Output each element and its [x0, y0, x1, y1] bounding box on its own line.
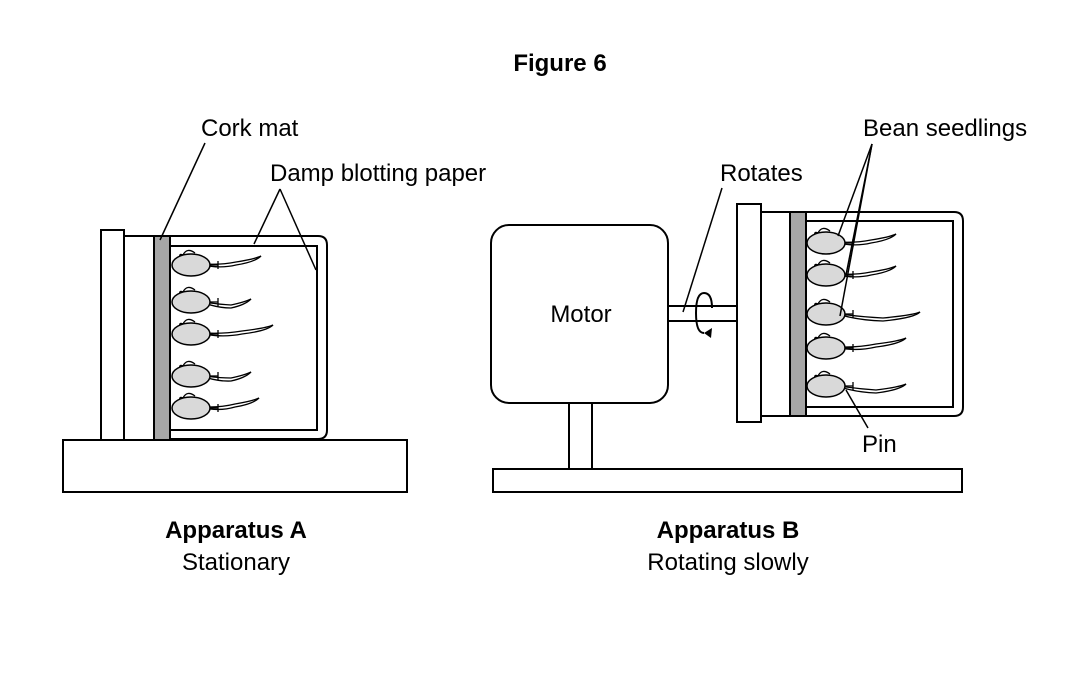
seedling-hook — [182, 392, 196, 399]
label-rotates: Rotates — [720, 160, 803, 187]
rotation-arrowhead-icon — [704, 328, 712, 338]
rotation-arrow-icon — [694, 292, 705, 334]
seedling-root — [814, 374, 907, 391]
bean-seedlings-leader-3 — [839, 143, 873, 317]
label-damp-blotting-paper: Damp blotting paper — [270, 160, 486, 187]
bean-seed — [806, 263, 846, 287]
bean-seedling — [806, 332, 907, 360]
bean-seed — [171, 396, 211, 420]
apparatus-b-state: Rotating slowly — [647, 549, 808, 576]
seedling-hook — [182, 360, 196, 367]
seedling-hook — [817, 227, 831, 234]
seedling-hook — [817, 259, 831, 266]
apparatus-b-stand — [736, 203, 762, 423]
apparatus-a-blotting-paper-outer — [170, 235, 328, 440]
seedling-hook — [182, 286, 196, 293]
bean-seed — [171, 322, 211, 346]
bean-seed — [806, 336, 846, 360]
bean-seedling — [806, 259, 897, 287]
seedling-hook — [182, 249, 196, 256]
bean-seed — [806, 302, 846, 326]
bean-seedling — [806, 370, 907, 398]
apparatus-a-blotting-paper-inner — [170, 245, 318, 431]
apparatus-b-column — [568, 402, 593, 470]
figure-title: Figure 6 — [513, 50, 606, 77]
apparatus-a-stand — [100, 229, 125, 441]
seedling-root — [814, 302, 921, 319]
apparatus-a-state: Stationary — [182, 549, 290, 576]
bean-seed — [806, 374, 846, 398]
apparatus-b-seedlings — [806, 227, 921, 398]
blotting-paper-leader-2 — [279, 188, 317, 271]
bean-seedling — [171, 249, 262, 277]
axle — [667, 305, 738, 322]
bean-seed — [171, 253, 211, 277]
bean-seedling — [171, 392, 260, 420]
apparatus-a-seedlings — [171, 249, 274, 420]
seedling-root — [179, 322, 274, 334]
seedling-hook — [817, 332, 831, 339]
seedling-hook — [817, 370, 831, 377]
bean-seed — [806, 231, 846, 255]
apparatus-a-cork-mat — [153, 235, 171, 441]
bean-seedling — [806, 298, 921, 326]
apparatus-b-backboard — [760, 211, 791, 417]
bean-seedling — [171, 286, 252, 314]
blotting-paper-leader-1 — [253, 188, 281, 245]
apparatus-b-blotting-paper-inner — [806, 220, 954, 408]
apparatus-a-backboard — [123, 235, 155, 441]
label-motor: Motor — [550, 301, 611, 328]
apparatus-b-blotting-paper-outer — [806, 211, 964, 417]
label-bean-seedlings: Bean seedlings — [863, 115, 1027, 142]
rotation-arrow-back — [703, 292, 713, 309]
apparatus-b-name: Apparatus B — [657, 517, 800, 544]
rotates-leader — [682, 187, 723, 313]
pin-leader — [845, 389, 869, 429]
label-pin: Pin — [862, 431, 897, 458]
apparatus-a-name: Apparatus A — [165, 517, 307, 544]
bean-seedling — [171, 318, 274, 346]
bean-seedlings-leader-1 — [837, 143, 873, 237]
seedling-root — [814, 336, 907, 348]
apparatus-a: Cork mat Damp blotting paper Apparatus A… — [62, 115, 486, 576]
label-cork-mat: Cork mat — [201, 115, 299, 142]
cork-mat-leader — [159, 142, 206, 241]
apparatus-a-base — [62, 439, 408, 493]
apparatus-b-cork-mat — [789, 211, 807, 417]
apparatus-b: Motor Rotates Bean seedlings Pin Apparat… — [490, 115, 1027, 576]
apparatus-b-base — [492, 468, 963, 493]
bean-seed — [171, 290, 211, 314]
bean-seed — [171, 364, 211, 388]
seedling-hook — [182, 318, 196, 325]
seedling-hook — [817, 298, 831, 305]
bean-seedling — [171, 360, 252, 388]
